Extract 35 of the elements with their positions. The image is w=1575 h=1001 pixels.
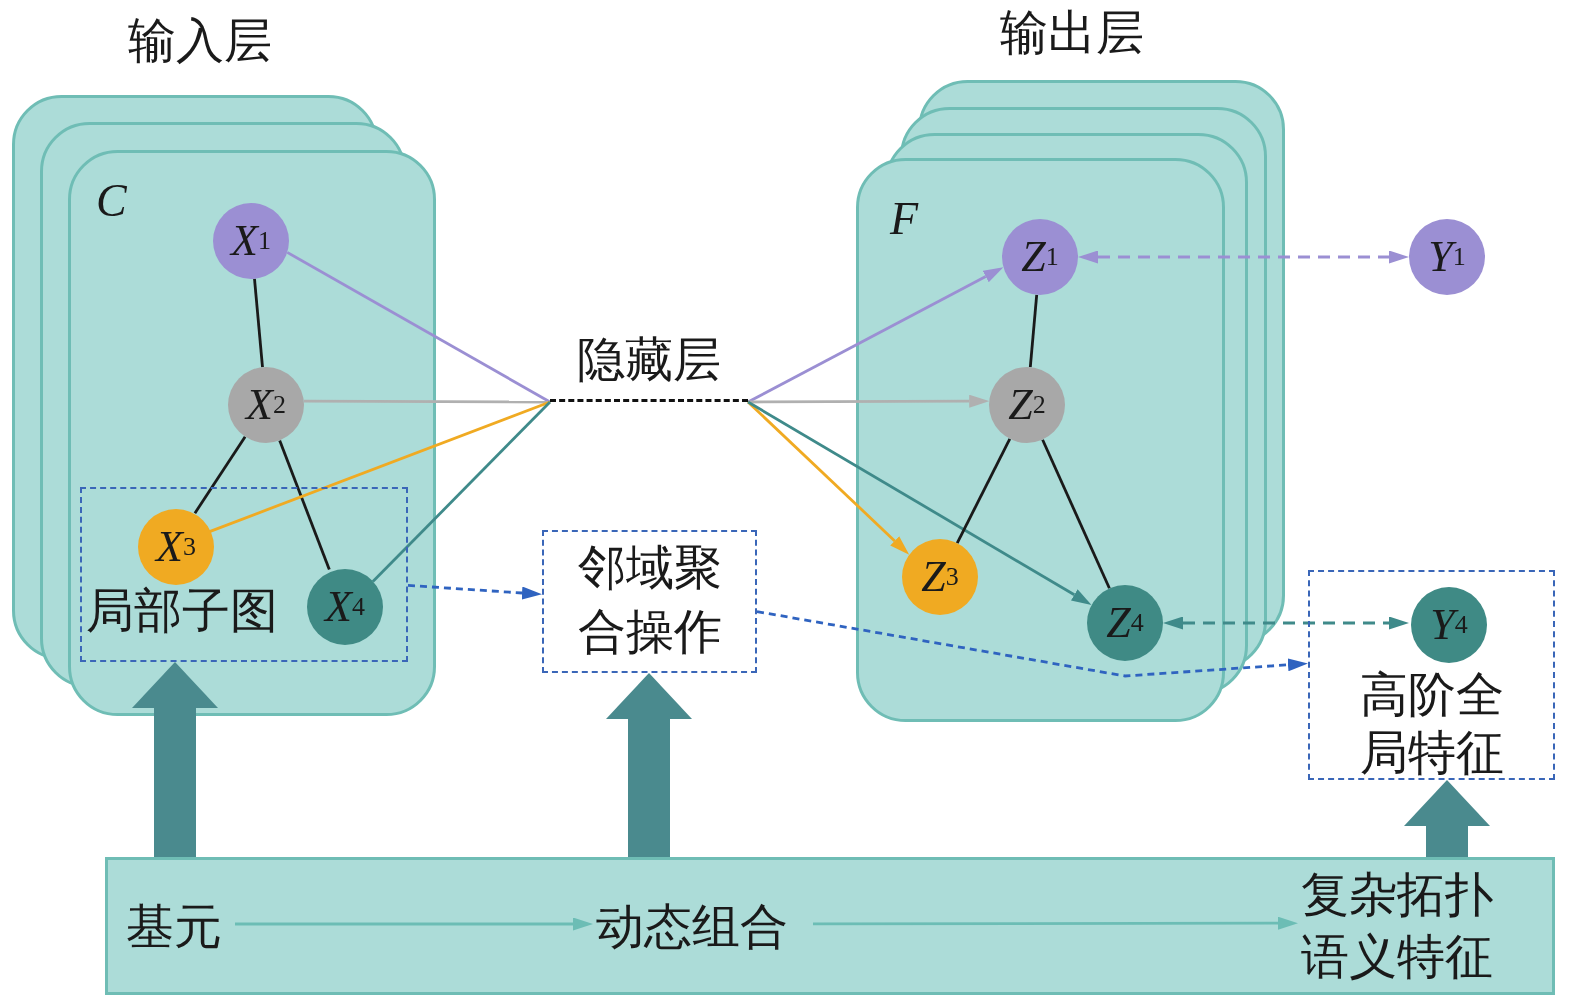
arrow bbox=[407, 584, 542, 600]
thick-arrow bbox=[1404, 780, 1490, 857]
arrow bbox=[747, 400, 1092, 605]
arrow bbox=[748, 394, 990, 408]
band-text: 复杂拓扑语义特征 bbox=[1301, 858, 1525, 994]
connector-line bbox=[209, 400, 551, 533]
band-text: 基元 bbox=[126, 896, 238, 958]
arrow bbox=[1163, 616, 1409, 630]
dashed-region bbox=[1308, 570, 1555, 780]
panel-letter: C bbox=[96, 178, 127, 224]
arrow bbox=[1078, 250, 1409, 264]
connector-line bbox=[371, 401, 551, 583]
band-text: 动态组合 bbox=[596, 896, 816, 958]
region-label: 高阶全局特征 bbox=[1360, 667, 1505, 781]
dashed-box: 邻域聚合操作 bbox=[542, 530, 757, 673]
panel-letter: F bbox=[890, 196, 919, 242]
region-label: 局部子图 bbox=[86, 583, 278, 639]
layer-title: 输入层 bbox=[128, 13, 272, 69]
connector-line bbox=[955, 438, 1012, 544]
arrow bbox=[756, 610, 1308, 678]
connector-line bbox=[193, 436, 247, 514]
thick-arrow bbox=[606, 673, 692, 857]
connector-line bbox=[253, 278, 264, 368]
connector-line bbox=[286, 251, 551, 404]
dashed-line-label: 隐藏层 bbox=[550, 330, 748, 402]
layer-title: 输出层 bbox=[1000, 5, 1144, 61]
connector-line bbox=[1041, 439, 1111, 589]
arrow bbox=[747, 267, 1004, 404]
bottom-band bbox=[105, 857, 1555, 995]
dashed-region bbox=[80, 487, 408, 662]
connector-line bbox=[303, 399, 550, 404]
connector-line bbox=[1028, 294, 1039, 368]
arrow bbox=[813, 916, 1298, 930]
arrow bbox=[235, 917, 593, 931]
connector-line bbox=[278, 440, 331, 570]
